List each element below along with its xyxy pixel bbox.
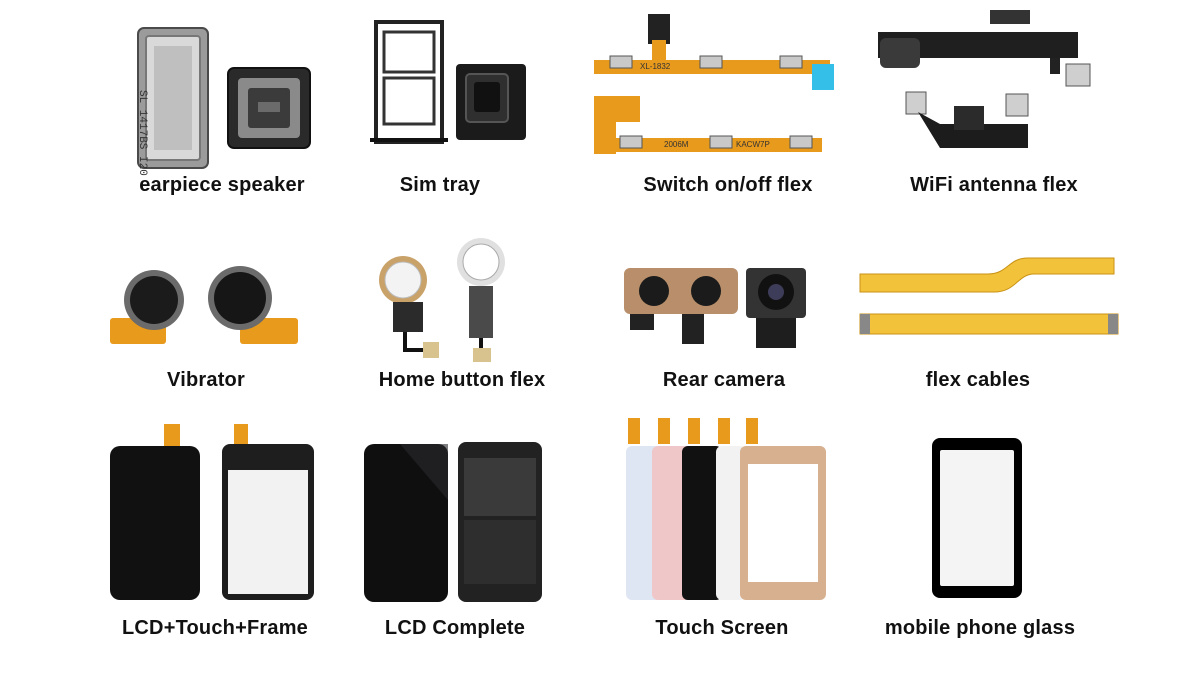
- lcd-touch-frame-image: [108, 424, 318, 604]
- touch-screen-image: [622, 418, 832, 603]
- vibrator-icon: [110, 266, 298, 344]
- switch-flex-code-2: 2006M: [664, 140, 689, 149]
- label-lcd-complete: LCD Complete: [384, 617, 526, 639]
- switch-flex-icon: [594, 14, 834, 154]
- label-rear-camera: Rear camera: [662, 369, 786, 391]
- label-mobile-phone-glass: mobile phone glass: [884, 617, 1076, 639]
- rear-camera-image: [620, 264, 810, 354]
- earpiece-speaker-icon: [137, 27, 311, 169]
- wifi-antenna-icon: [878, 10, 1091, 148]
- home-button-flex-image: [375, 238, 525, 362]
- phone-glass-icon: [932, 438, 1022, 598]
- label-home-button-flex: Home button flex: [378, 369, 546, 391]
- flex-cables-icon: [859, 257, 1119, 335]
- lcd-complete-image: [360, 440, 545, 605]
- switch-flex-code-3: KACW7P: [736, 140, 770, 149]
- vibrator-image: [100, 262, 310, 352]
- label-vibrator: Vibrator: [167, 369, 245, 391]
- label-switch-flex: Switch on/off flex: [643, 174, 813, 196]
- mobile-phone-glass-image: [930, 436, 1026, 602]
- flex-cables-image: [858, 252, 1122, 342]
- label-wifi-antenna-flex: WiFi antenna flex: [910, 174, 1078, 196]
- wifi-antenna-flex-image: [870, 8, 1100, 158]
- label-lcd-touch-frame: LCD+Touch+Frame: [122, 617, 308, 639]
- label-touch-screen: Touch Screen: [655, 617, 789, 639]
- home-button-icon: [379, 238, 505, 362]
- label-flex-cables: flex cables: [925, 369, 1031, 391]
- switch-flex-code-1: XL-1832: [640, 62, 671, 71]
- lcd-touch-frame-icon: [110, 424, 314, 600]
- earpiece-speaker-image: SL 1417BS I20: [120, 20, 320, 176]
- sim-tray-icon: [370, 20, 526, 144]
- label-earpiece-speaker: earpiece speaker: [139, 174, 305, 196]
- rear-camera-icon: [624, 268, 806, 348]
- touch-screen-icon: [626, 418, 826, 600]
- label-sim-tray: Sim tray: [399, 174, 481, 196]
- sim-tray-image: [370, 20, 530, 145]
- lcd-complete-icon: [364, 442, 542, 602]
- switch-flex-image: XL-1832 2006M KACW7P: [590, 10, 840, 160]
